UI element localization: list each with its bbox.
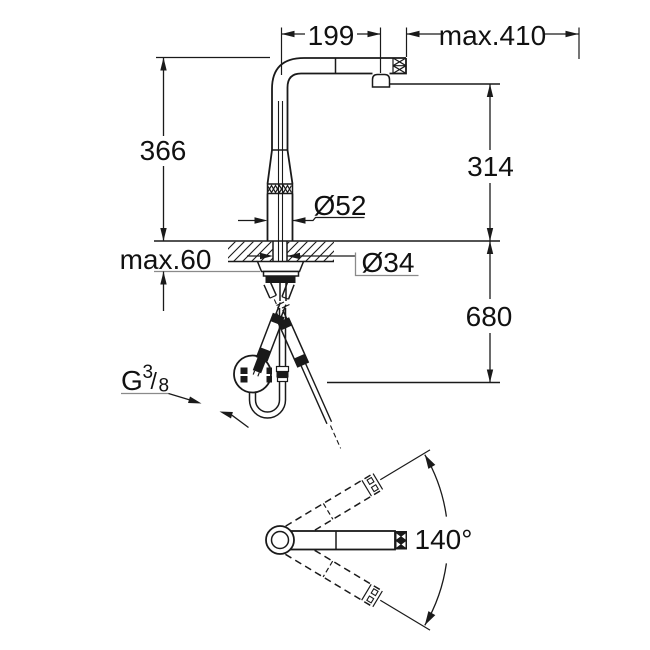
counter-hatch-left xyxy=(228,241,273,262)
faucet-spout xyxy=(271,57,407,150)
dim-total-height-label: 366 xyxy=(140,135,187,166)
top-view-drawing: 140° xyxy=(265,449,473,631)
thread-letter: G xyxy=(121,365,143,396)
dim-body-diameter-label: Ø52 xyxy=(314,190,367,221)
spout-end-cap xyxy=(392,57,407,74)
dim-hole-diameter-label: Ø34 xyxy=(362,247,415,278)
weight-clip-left2 xyxy=(240,376,248,383)
spout-top-view xyxy=(281,530,407,551)
inner-hose-lines xyxy=(277,101,284,263)
supply-hose-right xyxy=(252,281,295,377)
mounting-nut xyxy=(265,276,296,283)
weight-clip-left xyxy=(240,367,248,374)
dim-spout-reach-label: 199 xyxy=(308,20,355,51)
dimension-spout-reach: 199 xyxy=(280,20,382,75)
hose-fitting-dark xyxy=(276,371,289,378)
thread-denominator: 8 xyxy=(159,376,170,397)
thread-slash: / xyxy=(151,368,158,394)
faucet-base-top-view xyxy=(265,525,295,555)
thread-numerator: 3 xyxy=(143,362,154,383)
dimension-hole-diameter: Ø34 xyxy=(247,247,419,278)
hose-fitting-bottom xyxy=(276,376,289,383)
dimension-hose-length: 680 xyxy=(327,241,513,384)
dimension-deck-thickness: max.60 xyxy=(120,244,260,311)
dimension-pullout-extension: max.410 xyxy=(405,20,580,59)
dim-outlet-height-label: 314 xyxy=(467,151,514,182)
aerator-outlet xyxy=(371,73,391,88)
hose-fitting-top xyxy=(275,365,290,373)
swivel-arc xyxy=(424,454,448,626)
counter-hatch-right xyxy=(287,241,334,262)
weight-clip-right xyxy=(266,367,272,374)
pullout-hose-loop xyxy=(248,283,290,419)
hose-end-fitting xyxy=(252,357,267,374)
mounting-shank xyxy=(272,241,288,263)
dim-deck-thickness-label: max.60 xyxy=(120,244,212,275)
supply-hose-left xyxy=(263,281,342,449)
thread-tail-pipe xyxy=(300,363,333,425)
dimension-outlet-height: 314 xyxy=(389,83,514,241)
dimension-total-height: 366 xyxy=(140,56,270,241)
mounting-flange xyxy=(256,260,305,273)
column-pattern-band xyxy=(266,183,294,195)
swivel-position-lower xyxy=(285,537,431,631)
faucet-column xyxy=(266,101,294,263)
thread-callout: G 3 / 8 xyxy=(121,362,249,429)
dim-swivel-angle-label: 140° xyxy=(415,524,473,555)
mounting-ring xyxy=(262,270,300,277)
mounting-hardware xyxy=(256,260,305,283)
dimension-body-diameter: Ø52 xyxy=(238,190,366,224)
weight-clip-right2 xyxy=(266,376,272,383)
dim-hose-length-label: 680 xyxy=(466,301,513,332)
dim-pullout-extension-label: max.410 xyxy=(439,20,546,51)
swivel-position-upper xyxy=(285,449,431,543)
